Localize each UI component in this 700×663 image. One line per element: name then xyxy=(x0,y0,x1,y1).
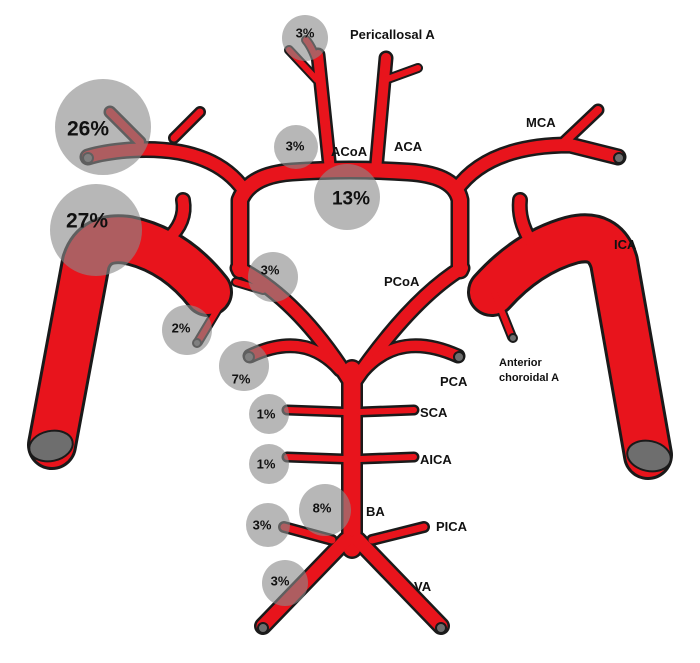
bubble-pca xyxy=(219,341,269,391)
pct-aica: 1% xyxy=(257,457,276,472)
percentage-labels: 26% 27% 3% 3% 13% 3% 2% 7% 1% 1% 8% 3% 3… xyxy=(66,26,370,589)
label-mca: MCA xyxy=(526,115,556,130)
right-ica-end-cap xyxy=(626,439,672,473)
aneurysm-frequency-bubbles xyxy=(50,15,380,606)
bubble-acoa-center xyxy=(314,164,380,230)
bubble-acoa xyxy=(274,125,318,169)
pct-ba: 8% xyxy=(313,501,332,516)
label-anterior-choroidal-line1: Anterior xyxy=(499,357,543,369)
bubble-va xyxy=(262,560,308,606)
left-sca-vessel xyxy=(284,407,347,415)
bubble-pericallosal xyxy=(282,15,328,61)
pct-pericallosal: 3% xyxy=(296,26,315,41)
right-pca-vessel xyxy=(359,340,463,375)
pct-pcoa: 3% xyxy=(261,263,280,278)
label-ba: BA xyxy=(366,504,385,519)
pct-pica: 3% xyxy=(253,518,272,533)
left-aica-vessel xyxy=(284,454,347,462)
right-sca-vessel xyxy=(357,407,417,415)
pct-acoa-center: 13% xyxy=(332,189,370,210)
label-pericallosal: Pericallosal A xyxy=(350,27,435,42)
label-va: VA xyxy=(414,579,432,594)
left-aca-vessel xyxy=(313,50,335,175)
right-mca-vessel xyxy=(450,139,624,196)
bubble-pcoa xyxy=(248,252,298,302)
label-aca: ACA xyxy=(394,139,423,154)
pct-anterior-choroidal: 2% xyxy=(172,321,191,336)
bubble-anterior-choroidal xyxy=(162,305,212,355)
left-ica-end-cap xyxy=(28,429,74,463)
right-ica-stub xyxy=(514,194,536,246)
label-ica: ICA xyxy=(614,237,637,252)
right-vertebral-vessel xyxy=(351,533,448,633)
vessel-labels: Pericallosal A ACoA ACA MCA ICA PCoA Ant… xyxy=(331,27,637,594)
pct-acoa: 3% xyxy=(286,139,305,154)
label-pica: PICA xyxy=(436,519,468,534)
right-anterior-choroidal-vessel xyxy=(491,289,515,340)
bubble-aica xyxy=(249,444,289,484)
pct-sca: 1% xyxy=(257,407,276,422)
right-ica-vessel xyxy=(470,216,670,477)
label-pcoa: PCoA xyxy=(384,274,420,289)
bubble-ica xyxy=(50,184,142,276)
bubble-pica xyxy=(246,503,290,547)
label-aica: AICA xyxy=(420,452,452,467)
pct-pca: 7% xyxy=(232,372,251,387)
left-pica-vessel xyxy=(280,523,336,544)
pct-ica: 27% xyxy=(66,210,108,233)
bubble-sca xyxy=(249,394,289,434)
right-aca-vessel xyxy=(371,53,391,175)
bubble-mca xyxy=(55,79,151,175)
right-aica-vessel xyxy=(357,454,417,462)
label-pca: PCA xyxy=(440,374,468,389)
label-anterior-choroidal-line2: choroidal A xyxy=(499,372,559,384)
pct-va: 3% xyxy=(271,574,290,589)
right-pica-vessel xyxy=(368,523,428,544)
label-acoa: ACoA xyxy=(331,144,368,159)
label-sca: SCA xyxy=(420,405,448,420)
pct-mca: 26% xyxy=(67,118,109,141)
left-ica-stub xyxy=(161,194,190,246)
bubble-ba xyxy=(299,484,351,536)
